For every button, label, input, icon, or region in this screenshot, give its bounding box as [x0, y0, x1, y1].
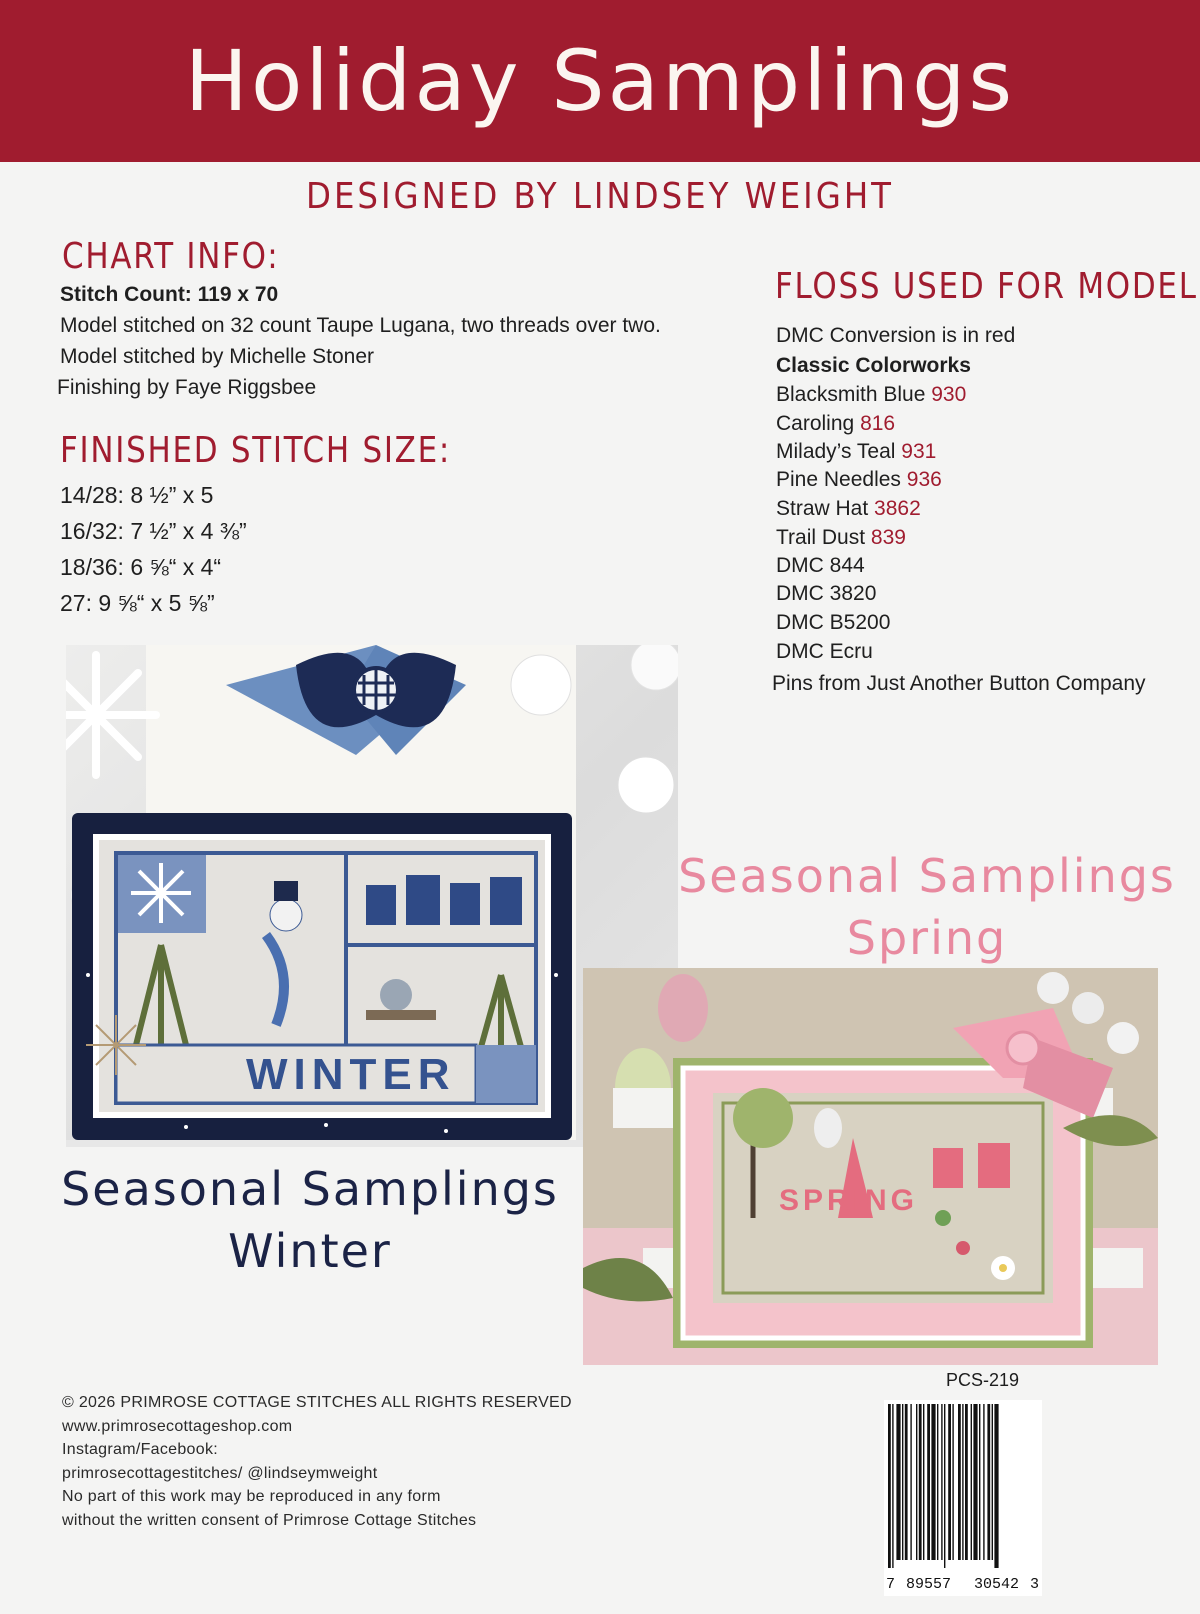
size-row: 18/36: 6 ⅝“ x 4“ — [60, 554, 222, 580]
barcode-bar — [965, 1404, 968, 1560]
floss-name: Trail Dust — [776, 526, 866, 549]
barcode-bar — [902, 1404, 904, 1560]
spring-sampler-photo: SPRING — [583, 968, 1158, 1365]
floss-brand: Classic Colorworks — [776, 354, 971, 377]
barcode-bar — [987, 1404, 991, 1560]
dmc-item: DMC B5200 — [776, 611, 891, 634]
winter-photo-illustration — [66, 645, 678, 1147]
floss-name: Caroling — [776, 412, 855, 435]
barcode-bar — [904, 1404, 908, 1560]
floss-item: Blacksmith Blue 930 — [776, 383, 966, 407]
floss-heading: FLOSS USED FOR MODEL: — [775, 266, 1200, 307]
floss-item: Straw Hat 3862 — [776, 497, 921, 521]
barcode-bar — [937, 1404, 939, 1560]
pins-credit: Pins from Just Another Button Company — [772, 672, 1146, 695]
barcode-bar — [970, 1404, 972, 1560]
chart-info-line: Model stitched by Michelle Stoner — [60, 345, 374, 368]
stitch-count: Stitch Count: 119 x 70 — [60, 283, 279, 306]
floss-dmc-code: 839 — [870, 526, 906, 549]
barcode-bar — [944, 1404, 946, 1570]
floss-item: Caroling 816 — [776, 412, 895, 436]
copyright-notice: © 2026 PRIMROSE COTTAGE STITCHES ALL RIG… — [62, 1394, 572, 1411]
barcode-bars — [888, 1404, 999, 1570]
floss-dmc-code: 931 — [901, 440, 937, 463]
barcode-bar — [979, 1404, 981, 1560]
barcode-digits-left: 89557 — [906, 1576, 952, 1593]
barcode-bar — [958, 1404, 961, 1560]
winter-caption-season: Winter — [228, 1224, 392, 1279]
winter-caption-title: Seasonal Samplings — [61, 1162, 559, 1216]
barcode-bar — [962, 1404, 964, 1560]
winter-caption: Seasonal Samplings Winter — [50, 1158, 570, 1282]
dmc-item: DMC Ecru — [776, 640, 873, 663]
legal-notice: without the written consent of Primrose … — [62, 1512, 477, 1529]
chart-info-line: Finishing by Faye Riggsbee — [57, 376, 317, 399]
barcode-bar — [941, 1404, 943, 1560]
spring-photo-illustration — [583, 968, 1158, 1365]
chart-info-heading: CHART INFO: — [62, 236, 280, 277]
barcode-bar — [983, 1404, 985, 1560]
floss-name: Pine Needles — [776, 468, 901, 491]
finished-size-heading: FINISHED STITCH SIZE: — [60, 430, 452, 471]
size-row: 16/32: 7 ½” x 4 ⅜” — [60, 518, 247, 544]
floss-name: Straw Hat — [776, 497, 869, 520]
title-banner: Holiday Samplings — [0, 0, 1200, 162]
barcode-bar — [973, 1404, 978, 1560]
barcode-bar — [916, 1404, 918, 1560]
floss-dmc-code: 3862 — [874, 497, 921, 520]
floss-dmc-code: 936 — [906, 468, 942, 491]
barcode-digits-right: 30542 — [974, 1576, 1020, 1593]
floss-note: DMC Conversion is in red — [776, 324, 1016, 347]
spring-caption: Seasonal Samplings Spring — [672, 845, 1182, 969]
barcode-bar — [994, 1404, 999, 1570]
social-label: Instagram/Facebook: — [62, 1441, 218, 1458]
social-handles: primrosecottagestitches/ @lindseymweight — [62, 1465, 378, 1482]
barcode-bar — [927, 1404, 930, 1560]
barcode — [884, 1400, 1042, 1596]
barcode-digit-last: 3 — [1030, 1576, 1040, 1593]
spring-stitched-word: SPRING — [779, 1184, 919, 1217]
barcode-bar — [948, 1404, 951, 1560]
barcode-bar — [991, 1404, 993, 1560]
floss-item: Trail Dust 839 — [776, 526, 906, 550]
floss-name: Blacksmith Blue — [776, 383, 926, 406]
winter-sampler-photo: WINTER — [66, 645, 678, 1147]
floss-name: Milady’s Teal — [776, 440, 896, 463]
barcode-digit-first: 7 — [886, 1576, 896, 1593]
size-row: 14/28: 8 ½” x 5 — [60, 482, 214, 508]
barcode-bar — [896, 1404, 901, 1560]
product-sku: PCS-219 — [946, 1370, 1020, 1390]
designer-credit: DESIGNED BY LINDSEY WEIGHT — [306, 176, 894, 217]
website-link[interactable]: www.primrosecottageshop.com — [62, 1418, 293, 1435]
page-title: Holiday Samplings — [184, 32, 1016, 130]
dmc-item: DMC 3820 — [776, 582, 877, 605]
barcode-bar — [892, 1404, 894, 1570]
barcode-bar — [931, 1404, 936, 1560]
floss-dmc-code: 930 — [931, 383, 967, 406]
legal-notice: No part of this work may be reproduced i… — [62, 1488, 441, 1505]
dmc-item: DMC 844 — [776, 554, 865, 577]
barcode-bar — [888, 1404, 891, 1570]
chart-info-line: Model stitched on 32 count Taupe Lugana,… — [60, 314, 661, 337]
spring-caption-title: Seasonal Samplings — [678, 849, 1176, 903]
barcode-bar — [918, 1404, 922, 1560]
floss-item: Milady’s Teal 931 — [776, 440, 936, 464]
winter-stitched-word: WINTER — [246, 1050, 456, 1099]
floss-item: Pine Needles 936 — [776, 468, 942, 492]
floss-dmc-code: 816 — [860, 412, 896, 435]
barcode-bar — [923, 1404, 925, 1560]
barcode-bar — [910, 1404, 912, 1560]
spring-caption-season: Spring — [846, 911, 1008, 966]
barcode-bar — [952, 1404, 954, 1560]
size-row: 27: 9 ⅝“ x 5 ⅝” — [60, 590, 215, 616]
